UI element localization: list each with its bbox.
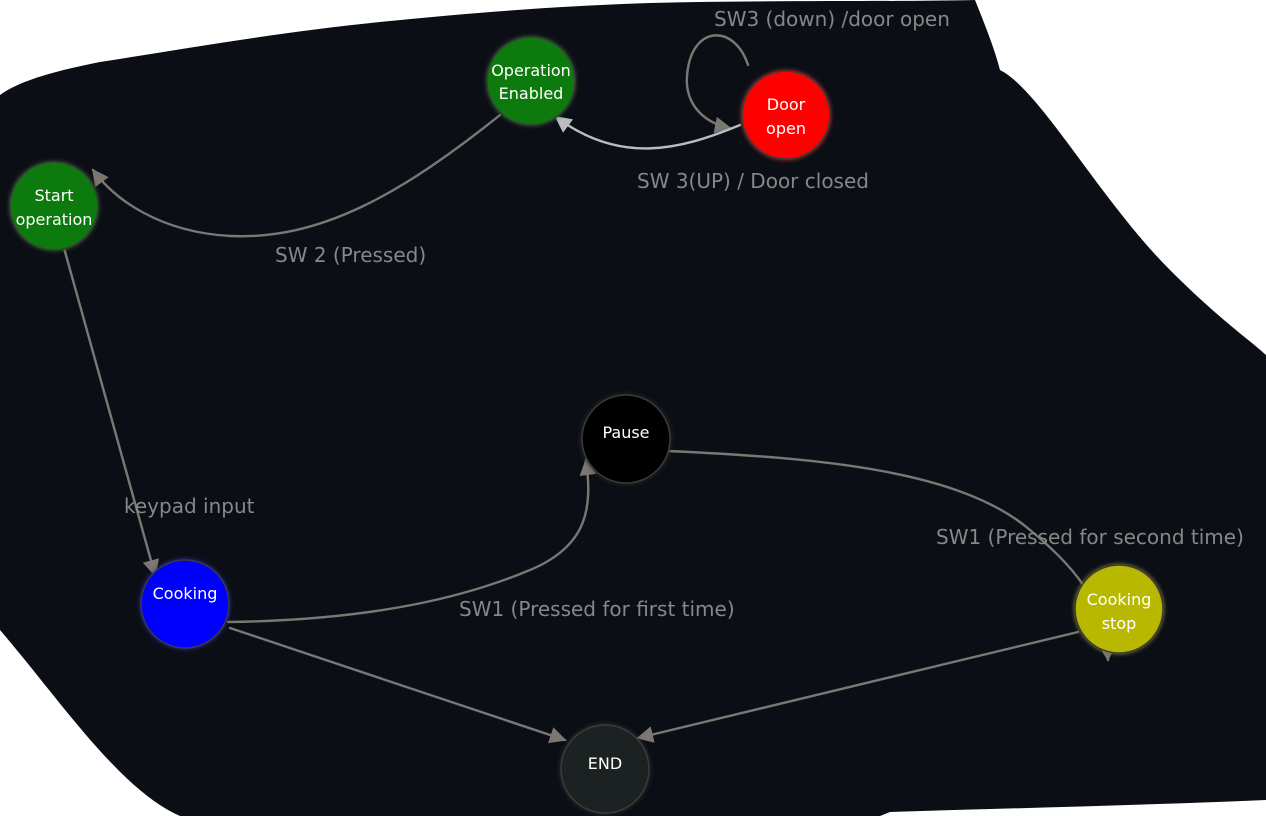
edge-start-to-cooking[interactable] <box>62 246 160 577</box>
node-operation-enabled-circle[interactable] <box>486 36 576 126</box>
edge-labels: SW3 (down) /door open SW 3(UP) / Door cl… <box>124 7 1244 621</box>
node-operation-enabled-line2: Enabled <box>499 84 564 103</box>
edge-cooking-to-end[interactable] <box>228 626 567 744</box>
node-cooking-stop-line1: Cooking <box>1087 590 1152 609</box>
node-door-open-circle[interactable] <box>741 70 831 160</box>
edge-door-to-operation-enabled[interactable] <box>554 115 742 150</box>
label-cooking-to-pause: SW1 (Pressed for first time) <box>459 597 735 621</box>
label-door-to-enabled: SW 3(UP) / Door closed <box>637 169 869 193</box>
node-door-open-line1: Door <box>767 95 806 114</box>
node-operation-enabled[interactable]: Operation Enabled <box>486 36 576 126</box>
node-cooking-stop-circle[interactable] <box>1074 564 1164 654</box>
node-cooking-stop-line2: stop <box>1102 614 1137 633</box>
node-start-operation-line1: Start <box>34 186 73 205</box>
node-cooking-line1: Cooking <box>153 584 218 603</box>
node-operation-enabled-line1: Operation <box>491 61 571 80</box>
label-door-self-loop: SW3 (down) /door open <box>714 7 950 31</box>
node-cooking-circle[interactable] <box>140 559 230 649</box>
edge-door-self-loop[interactable] <box>685 34 750 134</box>
label-enabled-to-start: SW 2 (Pressed) <box>275 243 426 267</box>
edge-cooking-stop-to-end[interactable] <box>636 630 1080 743</box>
node-pause-line1: Pause <box>602 423 649 442</box>
node-end[interactable]: END <box>560 724 650 814</box>
label-start-to-cooking: keypad input <box>124 494 255 518</box>
node-start-operation-line2: operation <box>16 210 93 229</box>
node-cooking-stop[interactable]: Cooking stop <box>1074 564 1164 654</box>
node-start-operation[interactable]: Start operation <box>9 161 99 251</box>
node-door-open-line2: open <box>766 119 806 138</box>
edge-operation-enabled-to-start[interactable] <box>91 113 502 238</box>
nodes-layer: Operation Enabled Door open Start operat… <box>9 36 1164 814</box>
node-end-circle[interactable] <box>560 724 650 814</box>
node-door-open[interactable]: Door open <box>741 70 831 160</box>
node-pause-circle[interactable] <box>581 394 671 484</box>
edges-layer <box>62 34 1116 744</box>
label-pause-to-stop: SW1 (Pressed for second time) <box>936 525 1244 549</box>
node-end-line1: END <box>588 754 622 773</box>
node-cooking[interactable]: Cooking <box>140 559 230 649</box>
edge-cooking-to-pause[interactable] <box>226 458 597 624</box>
node-pause[interactable]: Pause <box>581 394 671 484</box>
node-start-operation-circle[interactable] <box>9 161 99 251</box>
